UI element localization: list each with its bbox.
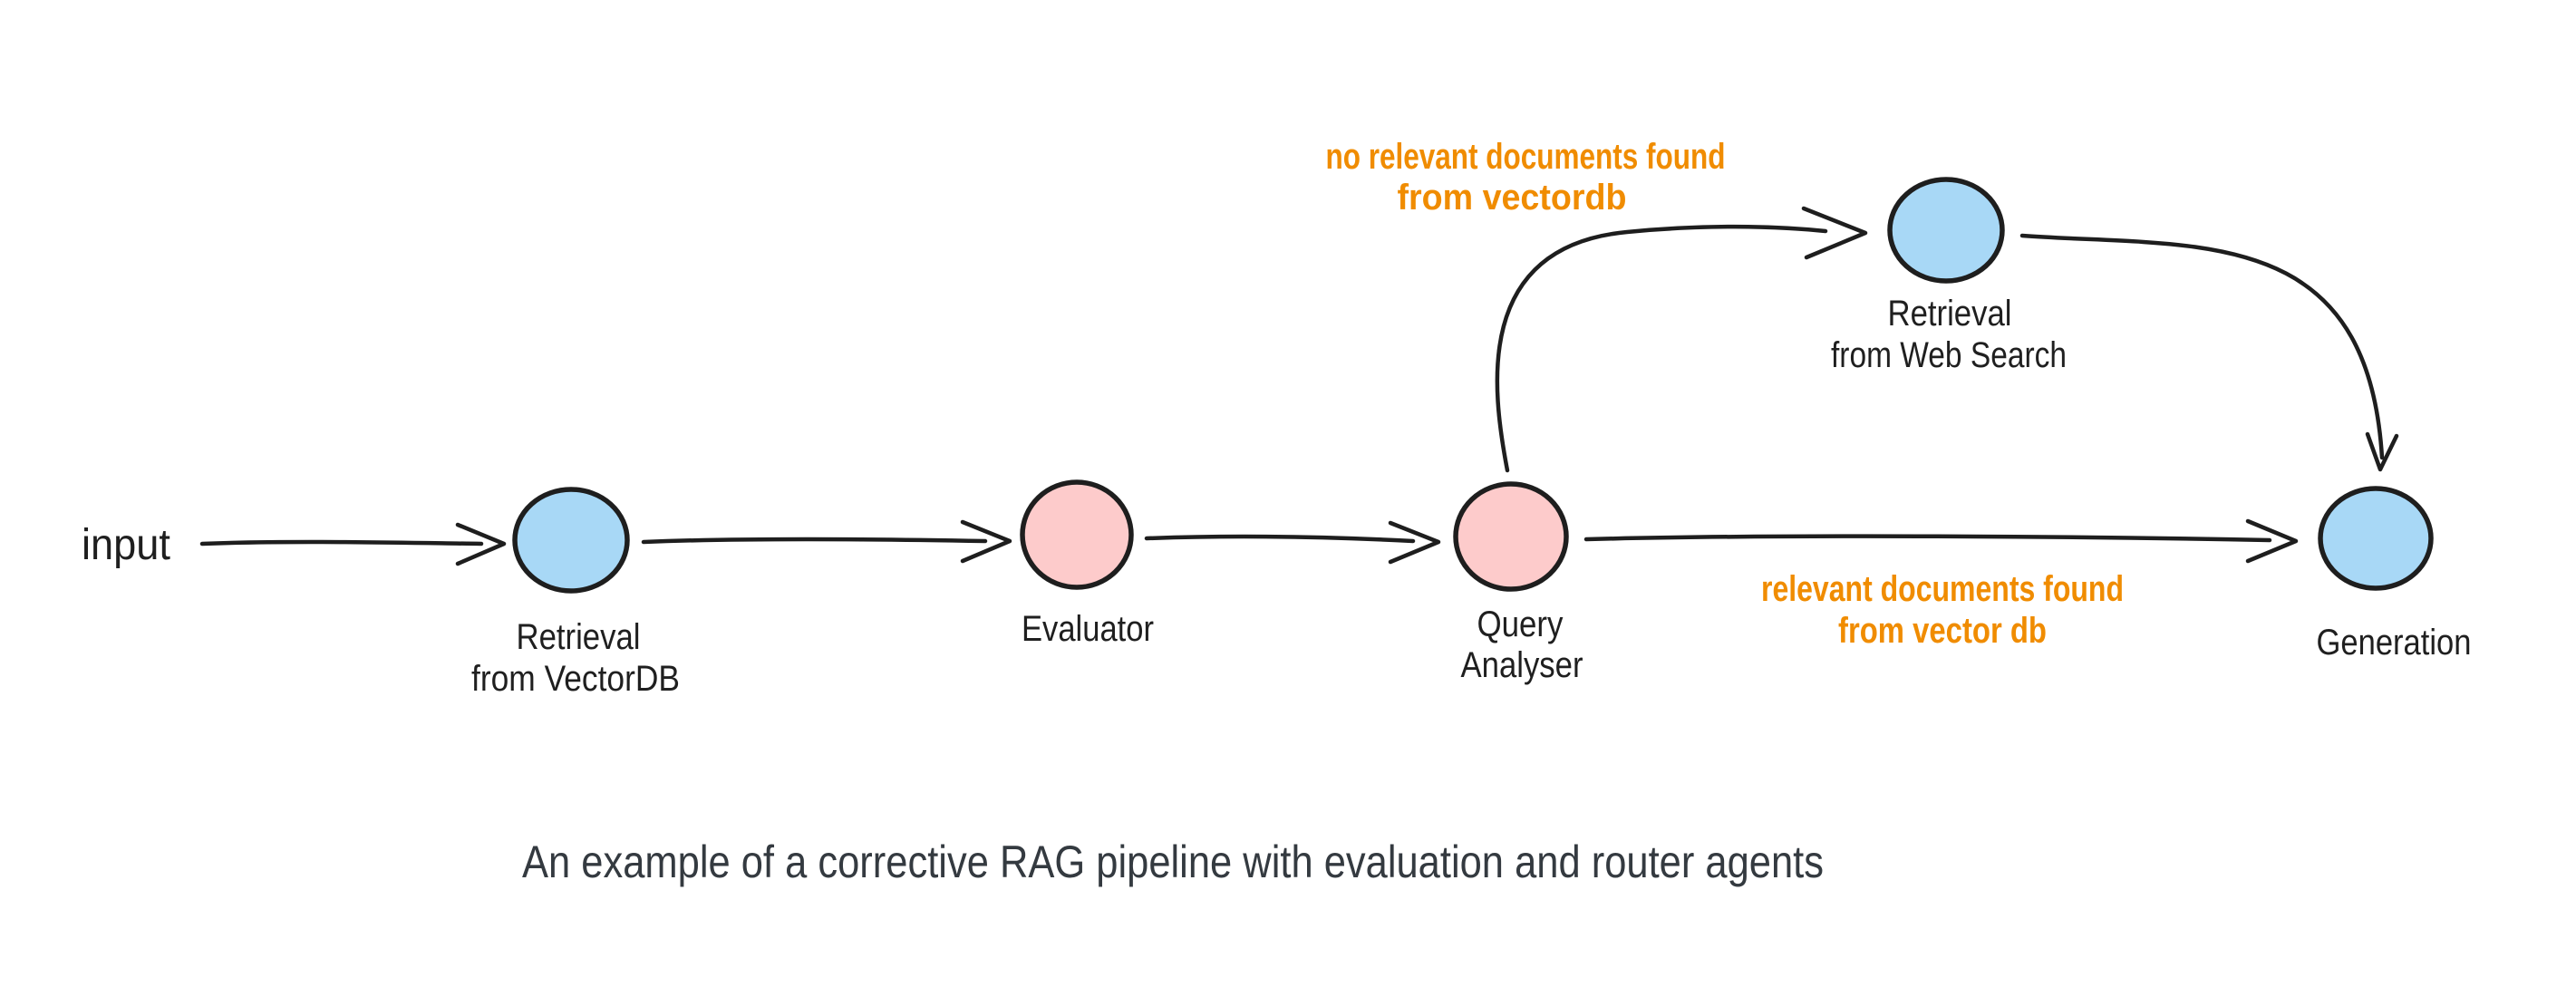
node-query-analyser-circle (1453, 481, 1569, 592)
node-evaluator-label: Evaluator (1022, 609, 1154, 649)
arrow-shaft (641, 537, 988, 545)
arrow-shaft (2019, 233, 2385, 460)
edge-label-no-relevant-docs-line1: no relevant documents found (1326, 137, 1726, 177)
arrow-shaft (1144, 534, 1416, 544)
arrow-shaft (199, 539, 484, 547)
node-evaluator-circle (1020, 479, 1134, 590)
node-retrieval-vectordb-label-line2: from VectorDB (471, 659, 680, 699)
node-retrieval-vectordb-circle (512, 487, 630, 594)
edge-label-relevant-docs-line1: relevant documents found (1761, 569, 2124, 609)
node-retrieval-web-search-label-line1: Retrieval (1888, 294, 2012, 334)
node-generation-label: Generation (2317, 623, 2472, 663)
node-retrieval-web-search-label-line2: from Web Search (1831, 335, 2067, 375)
arrow-shaft (1583, 534, 2272, 543)
edge-query-analyser-to-retrieval-web-search (1495, 206, 1868, 473)
arrow-shaft (1495, 224, 1828, 473)
edge-evaluator-to-query-analyser (1144, 520, 1441, 565)
arrowhead-icon (2245, 518, 2299, 564)
edge-input-to-retrieval-vectordb (199, 522, 507, 566)
edge-retrieval-web-search-to-generation (2019, 233, 2399, 472)
arrowhead-icon (2365, 431, 2399, 472)
arrowhead-icon (1801, 206, 1868, 260)
diagram-caption: An example of a corrective RAG pipeline … (522, 837, 1824, 887)
input-label: input (82, 521, 170, 569)
arrowhead-icon (960, 519, 1012, 564)
arrowhead-icon (455, 522, 507, 566)
node-query-analyser-label-line2: Analyser (1461, 645, 1583, 685)
arrowhead-icon (1388, 520, 1441, 565)
node-retrieval-web-search-circle (1887, 177, 2005, 284)
edge-label-no-relevant-docs-line2: from vectordb (1398, 178, 1627, 218)
edge-label-relevant-docs-line2: from vector db (1838, 611, 2047, 651)
edge-retrieval-vectordb-to-evaluator (641, 519, 1012, 564)
node-retrieval-vectordb-label-line1: Retrieval (517, 617, 641, 657)
node-query-analyser-label-line1: Query (1477, 605, 1564, 644)
node-generation-circle (2318, 486, 2434, 591)
edge-query-analyser-to-generation (1583, 518, 2299, 564)
